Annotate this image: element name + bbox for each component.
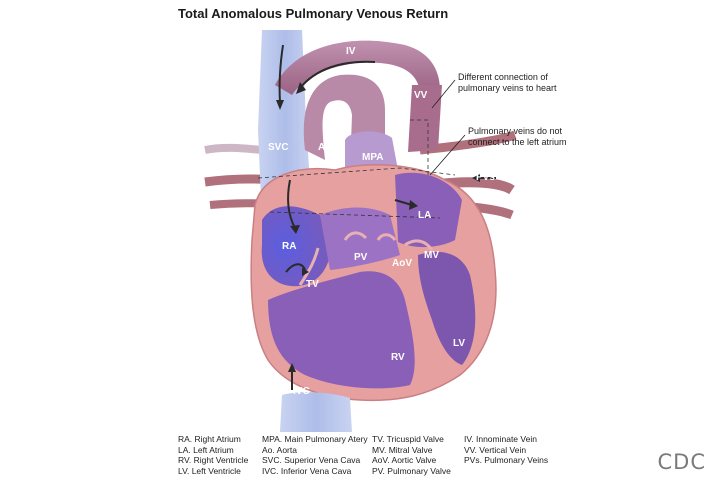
label-vv: VV [414,90,428,101]
right-ventricle-chamber [268,271,415,389]
legend-item: AoV. Aortic Valve [372,455,437,465]
diagram-title: Total Anomalous Pulmonary Venous Return [178,6,449,21]
left-ventricle-chamber [418,251,476,365]
label-ivc: IVC [293,386,310,397]
legend-item: MPA. Main Pulmonary Atery [262,434,368,444]
valves [298,231,434,286]
label-la: LA [418,210,431,221]
legend-item: PV. Pulmonary Valve [372,465,451,476]
legend-item: PVs. Pulmonary Veins [464,455,549,465]
label-pvs: PVs [476,172,495,183]
annotation-connection-line1: Different connection of [458,72,548,82]
legend-item: TV. Tricuspid Valve [372,434,444,444]
flow-arrows [278,44,496,390]
legend-item: IV. Innominate Vein [464,434,537,444]
legend-item: LA. Left Atrium [178,444,234,455]
dashed-paths [257,119,456,219]
label-pv: PV [354,252,368,263]
legend-item: RA. Right Atrium [178,434,241,444]
legend-column-4: IV. Innominate Vein VV. Vertical Vein PV… [464,434,548,466]
label-aov: AoV [392,258,412,269]
innominate-vein [275,40,440,95]
inferior-vena-cava [280,392,352,432]
label-ao: Ao [318,142,331,153]
vertical-vein [408,85,442,152]
legend-column-1: RA. Right Atrium LA. Left Atrium RV. Rig… [178,434,248,476]
label-ra: RA [282,241,296,252]
annotation-no-connect-line2: connect to the left atrium [468,137,567,147]
annotation-leaders [429,79,466,176]
legend-item: LV. Left Ventricle [178,465,241,476]
legend-item: SVC. Superior Vena Cava [262,455,361,465]
ventricular-septum [320,207,400,270]
label-tv: TV [306,279,319,290]
label-rv: RV [391,352,405,363]
legend-item: IVC. Inferior Vena Cava [262,465,352,476]
annotation-no-connect-line1: Pulmonary veins do not [468,126,563,136]
legend-column-2: MPA. Main Pulmonary Atery Ao. Aorta SVC.… [262,434,368,476]
right-atrium-chamber [261,206,330,287]
left-atrium-chamber [395,172,462,248]
legend-item: VV. Vertical Vein [464,444,527,455]
label-svc: SVC [268,142,289,153]
legend-item: MV. Mitral Valve [372,444,433,455]
legend-item: Ao. Aorta [262,444,297,455]
annotation-connection-line2: pulmonary veins to heart [458,83,557,93]
arrow-heads [276,82,480,372]
label-mv: MV [424,250,439,261]
legend-item: RV. Right Ventricle [178,455,249,465]
label-mpa: MPA [362,152,383,163]
label-iv: IV [346,46,356,57]
label-lv: LV [453,338,465,349]
legend-column-3: TV. Tricuspid Valve MV. Mitral Valve AoV… [372,434,451,476]
cdc-watermark: CDC [657,450,706,474]
